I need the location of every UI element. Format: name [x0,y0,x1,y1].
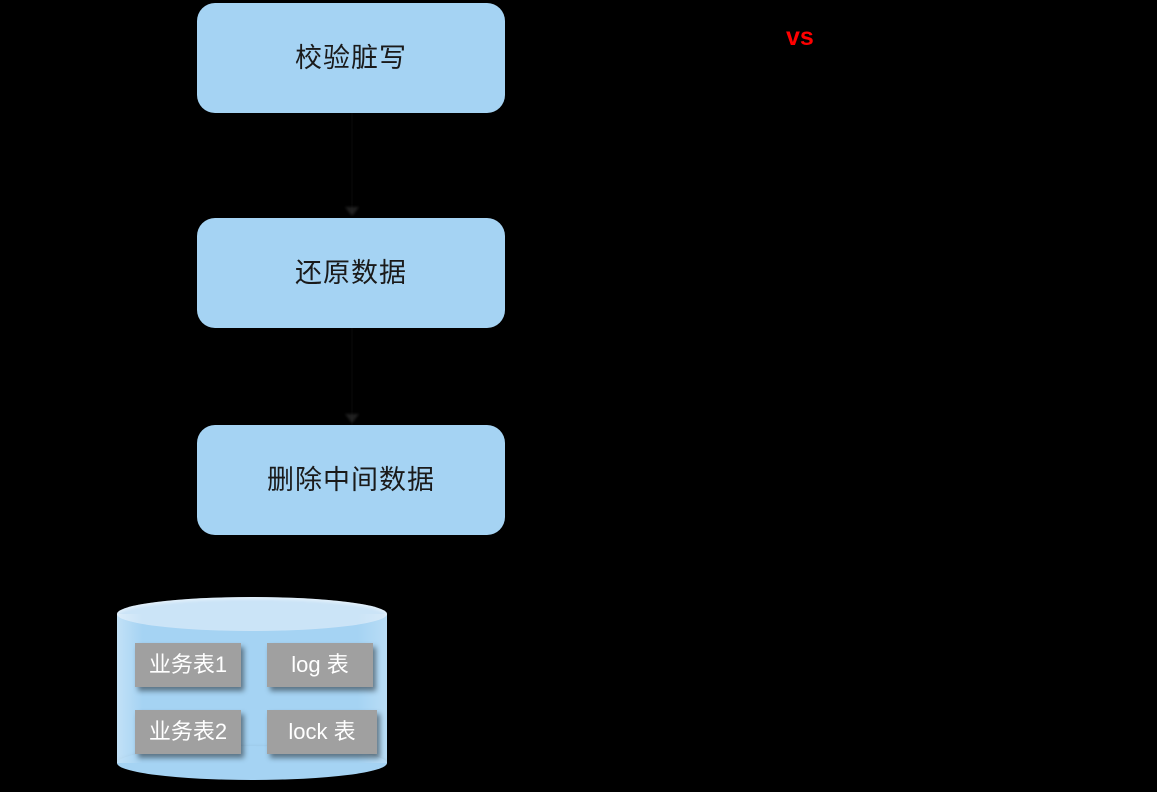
process-box-verify-dirty-write[interactable]: 校验脏写 [197,3,505,113]
arrowhead-icon-step2 [345,207,359,216]
table-chip-label: 业务表2 [148,719,228,744]
table-chip-business-1[interactable]: 业务表1 [135,643,241,687]
process-box-label: 校验脏写 [295,42,407,73]
arrowhead-icon-step3 [345,414,359,423]
process-box-label: 删除中间数据 [267,464,435,495]
table-chip-label: 业务表1 [148,652,228,677]
process-box-restore-data[interactable]: 还原数据 [197,218,505,328]
vs-label: vs [786,23,814,51]
process-box-delete-intermediate-data[interactable]: 删除中间数据 [197,425,505,535]
cylinder-top-ellipse [117,597,387,631]
table-chip-business-2[interactable]: 业务表2 [135,710,241,754]
table-chip-log[interactable]: log 表 [267,643,373,687]
table-chip-lock[interactable]: lock 表 [267,710,377,754]
connector-line-step2-step3 [351,328,353,425]
process-box-label: 还原数据 [295,257,407,288]
database-cylinder[interactable]: 业务表1 log 表 业务表2 lock 表 [117,597,387,780]
connector-line-step1-step2 [351,113,353,213]
table-chip-label: log 表 [291,652,349,677]
table-chip-label: lock 表 [288,719,356,744]
